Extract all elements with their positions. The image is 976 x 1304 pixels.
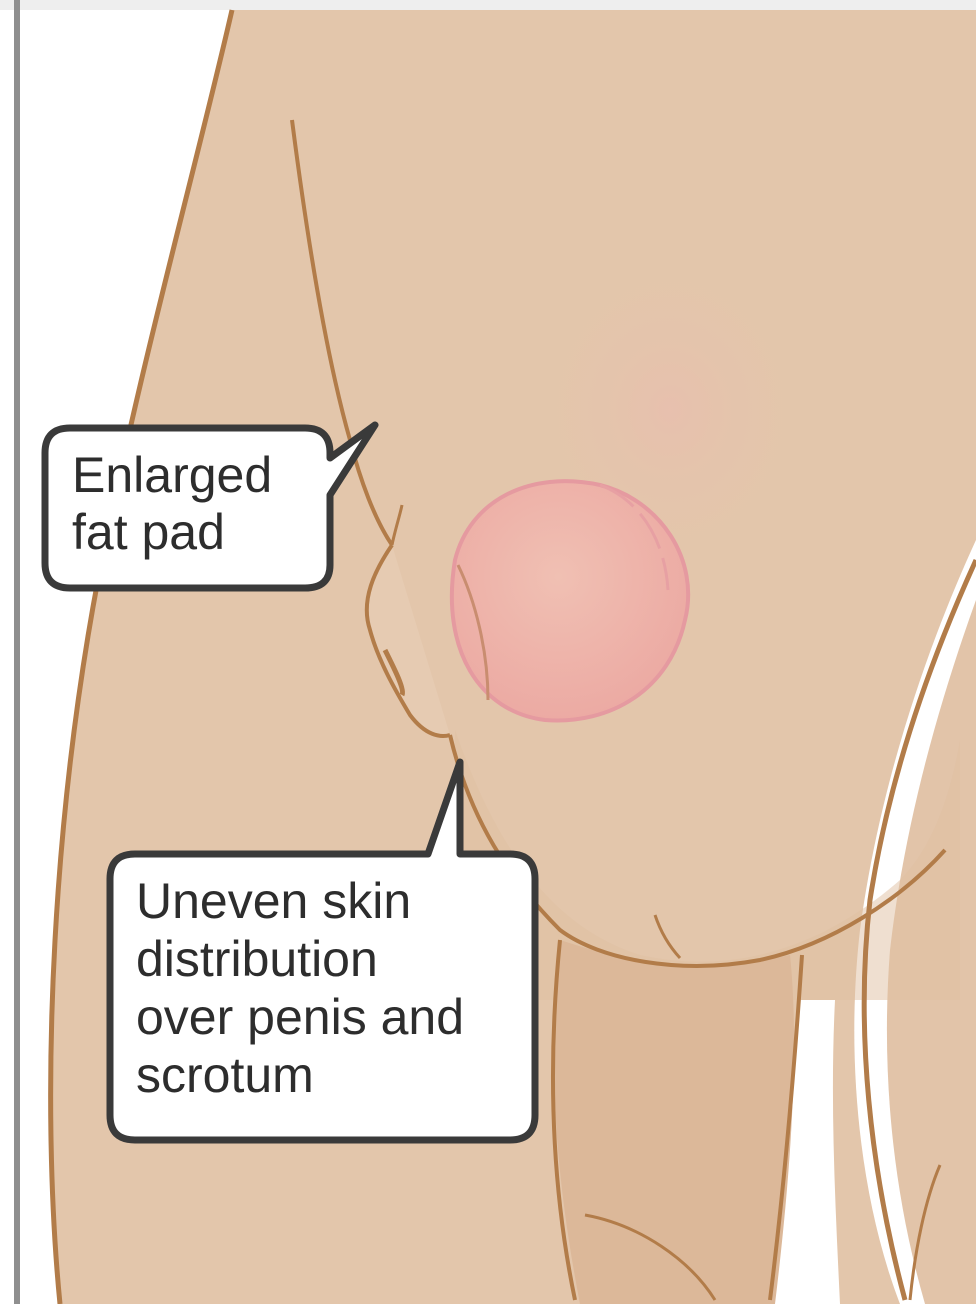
frame-left-border	[14, 0, 20, 1304]
left-thigh	[554, 940, 794, 1304]
fat-pad-callout-bubble	[45, 425, 375, 588]
